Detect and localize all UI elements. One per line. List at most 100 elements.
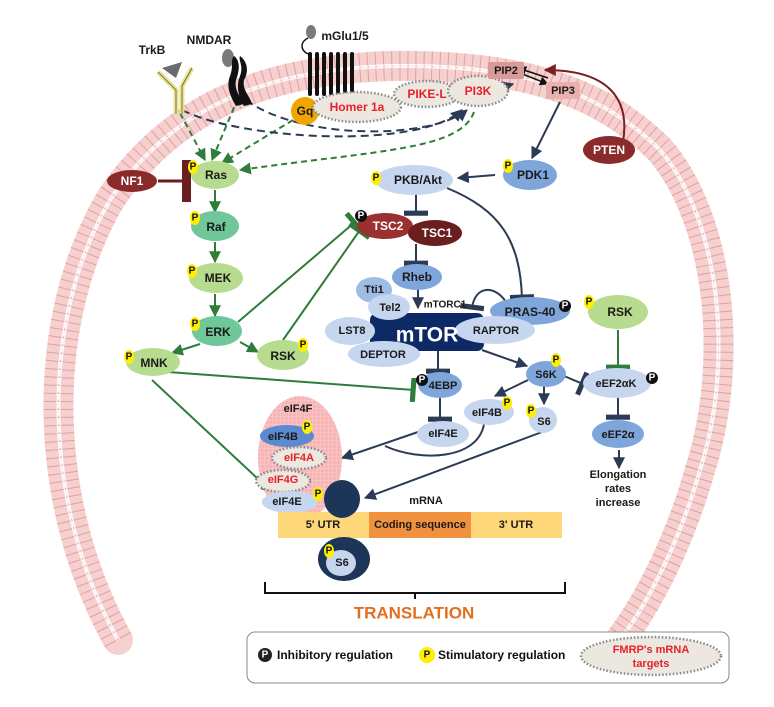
eef2k-node: eEF2αK P bbox=[583, 368, 658, 398]
phospho-label: P bbox=[326, 546, 333, 557]
nmdar-to-pi3k-arrow bbox=[245, 99, 468, 133]
connectors bbox=[151, 64, 630, 500]
mtor-label: mTOR bbox=[396, 324, 459, 347]
phospho-label: P bbox=[373, 173, 380, 184]
phospho-stim-icon bbox=[298, 338, 308, 352]
pi3k-node: PI3K bbox=[446, 74, 510, 108]
svg-text:DEPTOR: DEPTOR bbox=[360, 349, 406, 361]
trkb-to-ras-arrow bbox=[179, 112, 206, 162]
rsk-node: RSK P bbox=[257, 338, 309, 370]
svg-text:RSK: RSK bbox=[607, 305, 633, 319]
svg-text:RSK: RSK bbox=[270, 349, 296, 363]
translation-bracket: TRANSLATION bbox=[264, 582, 566, 623]
nmdar-label: NMDAR bbox=[187, 33, 232, 47]
svg-text:PI3K: PI3K bbox=[465, 84, 492, 98]
phospho-stim-icon bbox=[313, 487, 323, 501]
legend-fmrp-line2: targets bbox=[633, 658, 670, 670]
pten-node: PTEN bbox=[583, 136, 635, 164]
svg-text:MNK: MNK bbox=[140, 356, 168, 370]
phospho-label: P bbox=[419, 375, 426, 386]
svg-text:Ras: Ras bbox=[205, 168, 227, 182]
svg-text:MEK: MEK bbox=[205, 271, 232, 285]
svg-text:eIF4G: eIF4G bbox=[268, 474, 299, 486]
eif4b-free-node: eIF4B P bbox=[464, 396, 514, 425]
eif4e-free-node: eIF4E bbox=[417, 421, 469, 447]
svg-text:eIF4A: eIF4A bbox=[284, 452, 314, 464]
svg-text:S6: S6 bbox=[335, 557, 348, 569]
rheb-node: Rheb bbox=[392, 264, 442, 290]
cell-membrane bbox=[43, 50, 734, 655]
trkb-receptor: TrkB bbox=[139, 43, 195, 114]
legend-fmrp-ellipse bbox=[579, 635, 723, 677]
homer-node: Homer 1a bbox=[311, 90, 403, 124]
erk-node: ERK P bbox=[190, 316, 242, 346]
gq-to-ras-arrow bbox=[220, 119, 294, 164]
svg-text:eIF4E: eIF4E bbox=[272, 496, 301, 508]
svg-text:RAPTOR: RAPTOR bbox=[473, 325, 519, 337]
eif4a-node bbox=[270, 445, 328, 471]
phospho-inhib-icon bbox=[559, 300, 571, 312]
phospho-label: P bbox=[562, 301, 569, 312]
legend-fmrp-line1: FMRP's mRNA bbox=[613, 644, 690, 656]
phospho-stim-icon bbox=[124, 350, 134, 364]
phospho-label: P bbox=[300, 340, 307, 351]
phospho-label: P bbox=[189, 266, 196, 277]
phospho-label: P bbox=[504, 398, 511, 409]
phospho-inhib-icon bbox=[416, 374, 428, 386]
svg-text:4EBP: 4EBP bbox=[429, 380, 458, 392]
svg-text:Tel2: Tel2 bbox=[379, 302, 400, 314]
mnk-node: MNK P bbox=[124, 348, 180, 376]
svg-text:PDK1: PDK1 bbox=[517, 168, 549, 182]
phospho-stim-icon bbox=[584, 295, 594, 309]
svg-text:PKB/Akt: PKB/Akt bbox=[394, 173, 442, 187]
4ebp-node: 4EBP P bbox=[416, 372, 462, 398]
pip2-node: PIP2 bbox=[488, 62, 524, 79]
ribosome: S6 P bbox=[318, 480, 370, 581]
mrna-strand: mRNA 5' UTR Coding sequence 3' UTR bbox=[278, 495, 562, 538]
svg-text:ERK: ERK bbox=[205, 325, 231, 339]
phospho-label: P bbox=[304, 422, 311, 433]
nmdar-to-ras-arrow bbox=[210, 97, 239, 162]
svg-text:eIF4B: eIF4B bbox=[268, 431, 298, 443]
svg-text:Rheb: Rheb bbox=[402, 270, 432, 284]
eef2-node: eEF2α bbox=[592, 420, 644, 448]
legend: P Inhibitory regulation P Stimulatory re… bbox=[246, 631, 730, 684]
mrna-label: mRNA bbox=[409, 495, 443, 507]
phospho-inhib-icon bbox=[355, 210, 367, 222]
phospho-stim-icon bbox=[419, 647, 435, 663]
phospho-label: P bbox=[262, 650, 269, 661]
s6-free-node: S6 P bbox=[526, 404, 557, 433]
phospho-inhib-icon bbox=[258, 648, 272, 662]
eif4g-node bbox=[254, 468, 312, 494]
eif4e-complex-node bbox=[262, 491, 318, 513]
mtor-core bbox=[370, 313, 484, 351]
svg-text:eIF4B: eIF4B bbox=[472, 407, 502, 419]
phospho-label: P bbox=[649, 373, 656, 384]
svg-text:PRAS-40: PRAS-40 bbox=[505, 305, 556, 319]
svg-text:TSC1: TSC1 bbox=[422, 226, 453, 240]
svg-text:increase: increase bbox=[596, 497, 641, 509]
svg-text:TSC2: TSC2 bbox=[373, 219, 404, 233]
raptor-node bbox=[455, 316, 535, 344]
svg-text:PIKE-L: PIKE-L bbox=[407, 87, 446, 101]
phospho-stim-icon bbox=[190, 317, 200, 331]
nmdar-receptor: NMDAR bbox=[187, 33, 252, 106]
phospho-label: P bbox=[192, 319, 199, 330]
phospho-stim-icon bbox=[371, 171, 381, 185]
mtorc1-complex: mTORC1 Tti1 Tel2 LST8 DEPTOR RAPTOR mTOR bbox=[325, 277, 535, 367]
svg-text:eEF2αK: eEF2αK bbox=[596, 378, 637, 390]
phospho-label: P bbox=[586, 297, 593, 308]
phospho-stim-icon bbox=[324, 544, 334, 558]
svg-text:Coding sequence: Coding sequence bbox=[374, 519, 466, 531]
mek-node: MEK P bbox=[187, 263, 243, 293]
phospho-stim-icon bbox=[551, 353, 561, 367]
phospho-label: P bbox=[528, 406, 535, 417]
phospho-label: P bbox=[424, 650, 431, 661]
pdk1-node: PDK1 P bbox=[503, 159, 557, 190]
legend-inhibitory: Inhibitory regulation bbox=[277, 648, 393, 662]
pi3k-to-ras-arrow bbox=[238, 111, 475, 175]
ras-node: Ras P bbox=[188, 160, 239, 189]
ribosome-s6-node bbox=[326, 550, 356, 576]
lst8-node bbox=[325, 317, 375, 345]
svg-text:LST8: LST8 bbox=[339, 325, 366, 337]
